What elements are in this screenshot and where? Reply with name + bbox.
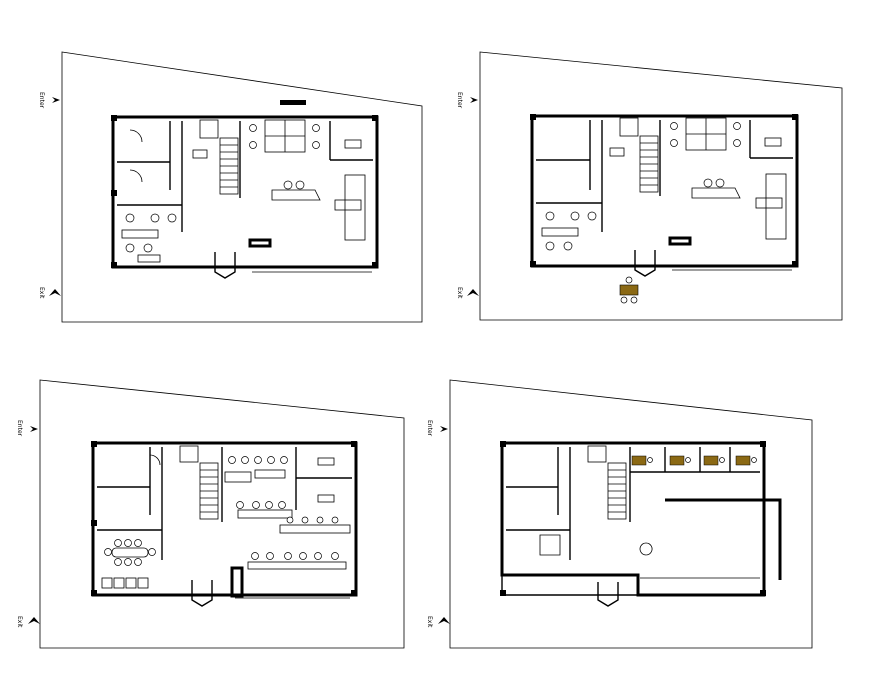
enter-marker: Enter <box>38 92 60 109</box>
enter-marker: Enter <box>426 420 448 437</box>
exit-arrow-icon <box>49 289 61 296</box>
exit-label: Exit <box>426 616 433 628</box>
exit-arrow-icon <box>467 289 479 296</box>
exit-arrow-icon <box>28 617 40 624</box>
desk-with-chairs-icon <box>619 276 639 304</box>
exit-arrow-icon <box>438 617 450 624</box>
sheet-top-left: Enter Exit <box>38 51 423 323</box>
exit-label: Exit <box>16 616 23 628</box>
floor-plan <box>530 114 799 304</box>
floor-plan <box>500 441 782 607</box>
desk-with-chairs-icon <box>631 455 757 466</box>
enter-arrow-icon <box>30 426 38 432</box>
sheet-top-right: Enter Exit <box>456 51 843 321</box>
enter-label: Enter <box>38 92 45 109</box>
exit-label: Exit <box>38 287 45 299</box>
floor-plan <box>91 441 358 607</box>
sheet-outline <box>449 379 813 649</box>
sheet-bottom-right: Enter Exit <box>426 379 813 649</box>
sheet-outline <box>479 51 843 321</box>
exit-marker: Exit <box>456 287 479 299</box>
enter-arrow-icon <box>440 426 448 432</box>
floor-plan <box>111 100 379 279</box>
exit-marker: Exit <box>38 287 61 299</box>
sheet-outline <box>61 51 423 323</box>
enter-arrow-icon <box>470 97 478 103</box>
enter-arrow-icon <box>52 97 60 103</box>
enter-label: Enter <box>426 420 433 437</box>
enter-label: Enter <box>16 420 23 437</box>
enter-marker: Enter <box>16 420 38 437</box>
enter-marker: Enter <box>456 92 478 109</box>
exit-marker: Exit <box>426 616 450 628</box>
sheet-bottom-left: Enter Exit <box>16 379 405 649</box>
exit-label: Exit <box>456 287 463 299</box>
exit-marker: Exit <box>16 616 40 628</box>
enter-label: Enter <box>456 92 463 109</box>
